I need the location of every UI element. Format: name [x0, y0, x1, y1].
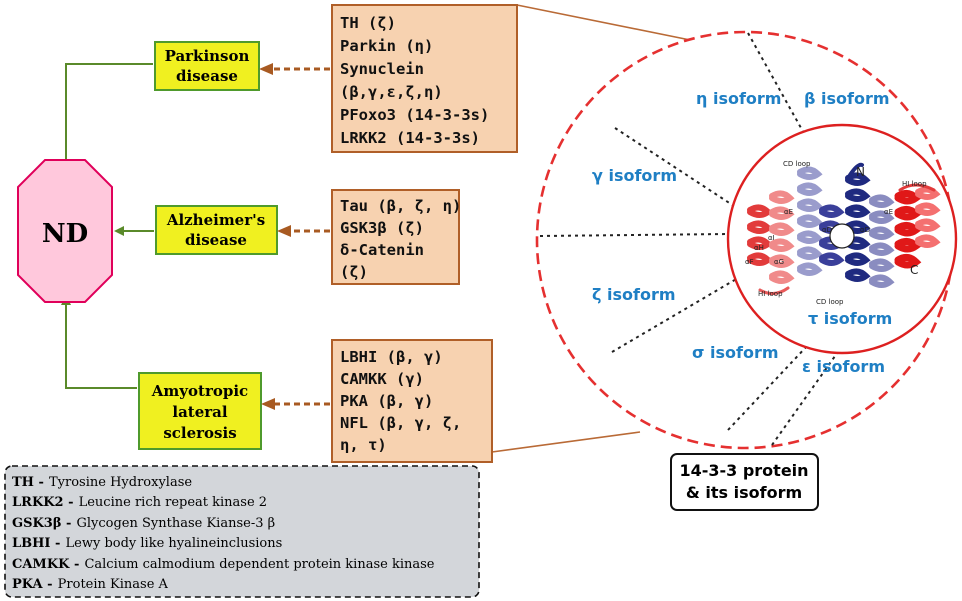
beta-isoform-label: β isoform	[804, 89, 890, 108]
als-protein-line: η, τ)	[340, 436, 387, 454]
legend-definition: Glycogen Synthase Kianse-3 β	[76, 516, 275, 531]
alzheimer-disease-label-line2: disease	[185, 231, 247, 249]
cd-loop-top-label: CD loop	[783, 160, 811, 168]
connector-top-line	[516, 4, 701, 43]
als-protein-line: NFL (β, γ, ζ,	[340, 414, 461, 432]
legend-definition: Calcium calmodium dependent protein kina…	[84, 557, 434, 572]
helix-label: αI	[768, 234, 775, 242]
legend-definition: Protein Kinase A	[58, 577, 169, 592]
helix-label: αE	[884, 208, 893, 216]
zeta-isoform-label: ζ isoform	[592, 285, 676, 304]
abbreviation-legend-box	[4, 465, 480, 598]
parkinson-disease-label-line2: disease	[176, 67, 238, 85]
als-protein-line: CAMKK (γ)	[340, 370, 424, 388]
als-protein-line: LBHI (β, γ)	[340, 348, 443, 366]
nd-octagon	[17, 159, 113, 303]
legend-entry: GSK3β - Glycogen Synthase Kianse-3 β	[12, 512, 275, 531]
alzheimer-protein-line: δ-Catenin	[340, 241, 424, 259]
hi-loop-right-label: HI loop	[902, 180, 927, 188]
helix-label: αF	[745, 258, 754, 266]
parkinson-protein-line: Parkin (η)	[340, 37, 433, 55]
protein-caption-line1: 14-3-3 protein	[679, 461, 808, 480]
helix-label: αH	[754, 244, 764, 252]
als-protein-box	[331, 339, 493, 463]
helix-label: αG	[774, 258, 784, 266]
legend-abbr: CAMKK -	[12, 557, 79, 572]
als-to-nd-connector	[61, 295, 137, 389]
als-disease-label-line3: sclerosis	[163, 424, 236, 442]
als-disease-box	[138, 372, 262, 450]
alzheimer-protein-line: GSK3β (ζ)	[340, 219, 424, 237]
legend-abbr: PKA -	[12, 577, 53, 592]
alzheimer-protein-line: Tau (β, ζ, η)	[340, 197, 461, 215]
als-protein-line: PKA (β, γ)	[340, 392, 433, 410]
legend-definition: Lewy body like hyalineinclusions	[66, 536, 283, 551]
parkinson-disease-box	[154, 41, 260, 91]
parkinson-protein-box	[331, 4, 518, 153]
gamma-isoform-label: γ isoform	[592, 166, 677, 185]
protein-ribbon-structure	[747, 162, 941, 295]
connector-bottom-line	[491, 431, 641, 453]
parkinson-protein-line: TH (ζ)	[340, 14, 396, 32]
legend-entry: TH - Tyrosine Hydroxylase	[12, 471, 192, 490]
eta-isoform-label: η isoform	[696, 89, 781, 108]
helix-label: αD	[822, 226, 832, 234]
n-terminus-label: N	[856, 165, 865, 179]
helix-label: αE	[784, 208, 793, 216]
parkinson-to-nd-connector	[61, 63, 153, 171]
helix-label: αD	[860, 226, 870, 234]
alzheimer-protein-box	[331, 189, 460, 285]
parkinson-protein-line: PFoxo3 (14-3-3s)	[340, 106, 489, 124]
isoform-sector-dividers	[539, 32, 846, 446]
legend-abbr: LBHI -	[12, 536, 60, 551]
c-terminus-label: C	[910, 263, 918, 277]
protein-caption-line2: & its isoform	[686, 483, 802, 502]
parkinson-protein-line: Synuclein	[340, 60, 424, 78]
epsilon-isoform-label: ε isoform	[802, 357, 885, 376]
structure-central-channel	[829, 223, 855, 249]
legend-definition: Leucine rich repeat kinase 2	[79, 495, 267, 510]
legend-abbr: GSK3β -	[12, 516, 71, 531]
alzheimer-disease-box	[155, 205, 278, 255]
legend-abbr: LRKK2 -	[12, 495, 74, 510]
als-disease-label-line1: Amyotropic	[151, 382, 248, 400]
hi-loop-left-label: HI loop	[758, 290, 783, 298]
parkinson-disease-label-line1: Parkinson	[165, 47, 250, 65]
legend-entry: PKA - Protein Kinase A	[12, 573, 169, 592]
legend-entry: LRKK2 - Leucine rich repeat kinase 2	[12, 491, 267, 510]
tau-isoform-label: τ isoform	[808, 309, 892, 328]
sigma-isoform-label: σ isoform	[692, 343, 779, 362]
cd-loop-bottom-label: CD loop	[816, 298, 844, 306]
protein-caption-box	[670, 453, 819, 511]
nd-label: ND	[42, 219, 88, 249]
als-disease-label-line2: lateral	[172, 403, 228, 421]
legend-entry: LBHI - Lewy body like hyalineinclusions	[12, 532, 282, 551]
legend-definition: Tyrosine Hydroxylase	[49, 475, 192, 490]
legend-entry: CAMKK - Calcium calmodium dependent prot…	[12, 553, 435, 572]
alzheimer-protein-line: (ζ)	[340, 263, 368, 281]
parkinson-protein-line: (β,γ,ε,ζ,η)	[340, 83, 443, 101]
alzheimer-disease-label-line1: Alzheimer's	[166, 211, 265, 229]
parkinson-protein-line: LRKK2 (14-3-3s)	[340, 129, 480, 147]
legend-abbr: TH -	[12, 475, 44, 490]
